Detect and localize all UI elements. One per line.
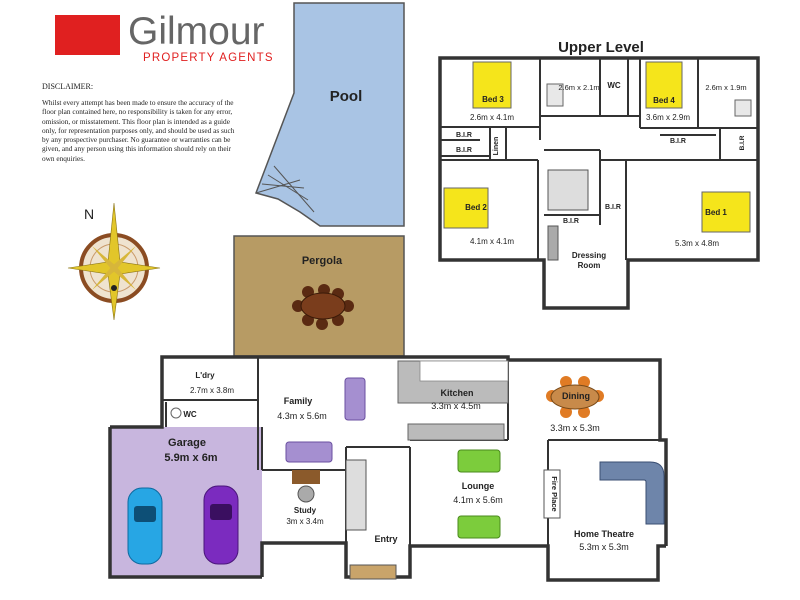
upper-bed3-bed bbox=[472, 61, 512, 109]
upper-ensuite-fixture bbox=[734, 99, 752, 117]
family-size: 4.3m x 5.6m bbox=[277, 411, 327, 421]
pergola-label: Pergola bbox=[302, 255, 343, 267]
brand-logo-box bbox=[55, 15, 120, 55]
ensuite-size: 2.6m x 1.9m bbox=[705, 83, 746, 92]
kitchen-island bbox=[407, 423, 505, 441]
upper-bed2-bed bbox=[443, 187, 489, 229]
garage-name: Garage bbox=[168, 437, 206, 449]
bed2-size: 4.1m x 4.1m bbox=[470, 237, 514, 246]
upper-level-interior bbox=[440, 58, 758, 260]
brand-tagline: PROPERTY AGENTS bbox=[143, 52, 274, 64]
dining-table-icon bbox=[546, 376, 604, 418]
bed4-name: Bed 4 bbox=[653, 96, 675, 105]
compass-icon bbox=[67, 202, 161, 321]
kitchen-size: 3.3m x 4.5m bbox=[431, 401, 481, 411]
bed1-size: 5.3m x 4.8m bbox=[675, 239, 719, 248]
dressing-room-wardrobe bbox=[547, 225, 559, 261]
bir-label-2: B.I.R bbox=[456, 147, 472, 154]
family-sofa-icon bbox=[344, 377, 366, 421]
laundry-name: L'dry bbox=[195, 371, 215, 380]
pool-label: Pool bbox=[330, 88, 363, 105]
dining-size: 3.3m x 5.3m bbox=[550, 423, 600, 433]
fireplace-label: Fire Place bbox=[550, 476, 559, 511]
lounge-size: 4.1m x 5.6m bbox=[453, 495, 503, 505]
entry-label: Entry bbox=[374, 534, 397, 544]
disclaimer-body: Whilst every attempt has been made to en… bbox=[42, 98, 235, 163]
upper-stairs bbox=[547, 169, 589, 211]
bed2-name: Bed 2 bbox=[465, 203, 487, 212]
lounge-sofa-top-icon bbox=[457, 449, 501, 473]
bir-label-1: B.I.R bbox=[456, 132, 472, 139]
theatre-size: 5.3m x 5.3m bbox=[579, 542, 629, 552]
ground-wc-label: WC bbox=[183, 410, 197, 419]
bed1-name: Bed 1 bbox=[705, 208, 727, 217]
garage-car-purple-icon bbox=[203, 485, 239, 565]
theatre-sofa-icon bbox=[599, 461, 665, 525]
study-chair-icon bbox=[292, 470, 320, 503]
compass-north-label: N bbox=[84, 206, 94, 222]
entry-porch bbox=[349, 564, 397, 580]
bir-label-4: B.I.R bbox=[605, 204, 621, 211]
bed4-size: 3.6m x 2.9m bbox=[646, 113, 690, 122]
garage-size: 5.9m x 6m bbox=[164, 452, 217, 464]
study-name: Study bbox=[294, 506, 317, 515]
family-name: Family bbox=[284, 396, 313, 406]
bath1-size: 2.6m x 2.1m bbox=[558, 83, 599, 92]
upper-wc-label: WC bbox=[607, 81, 621, 90]
ground-stairs bbox=[345, 459, 367, 531]
kitchen-counter-inner bbox=[419, 360, 509, 382]
upper-bed4-bed bbox=[645, 61, 683, 109]
bed3-size: 2.6m x 4.1m bbox=[470, 113, 514, 122]
upper-bath1-fixture bbox=[546, 83, 564, 107]
bir-label-6: B.I.R bbox=[739, 135, 746, 150]
bed3-name: Bed 3 bbox=[482, 95, 504, 104]
pool bbox=[255, 2, 405, 227]
brand-name: Gilmour bbox=[128, 10, 265, 53]
garage-car-blue-icon bbox=[127, 487, 163, 565]
linen-label: Linen bbox=[493, 137, 500, 156]
bir-label-5: B.I.R bbox=[670, 138, 686, 145]
disclaimer-title: DISCLAIMER: bbox=[42, 82, 94, 91]
upper-level-walls bbox=[438, 56, 760, 310]
study-size: 3m x 3.4m bbox=[286, 517, 324, 526]
theatre-name: Home Theatre bbox=[574, 529, 634, 539]
kitchen-name: Kitchen bbox=[440, 388, 473, 398]
fireplace bbox=[543, 469, 561, 519]
upper-level-title: Upper Level bbox=[558, 39, 644, 56]
dining-name: Dining bbox=[562, 391, 590, 401]
lounge-name: Lounge bbox=[462, 481, 495, 491]
lounge-sofa-bottom-icon bbox=[457, 515, 501, 539]
ground-wc-toilet-icon bbox=[170, 407, 182, 419]
laundry-size: 2.7m x 3.8m bbox=[190, 386, 234, 395]
upper-bed1-bed bbox=[701, 191, 751, 233]
bir-label-3: B.I.R bbox=[563, 218, 579, 225]
family-armchair-icon bbox=[285, 441, 333, 463]
outdoor-table-icon bbox=[292, 284, 354, 330]
